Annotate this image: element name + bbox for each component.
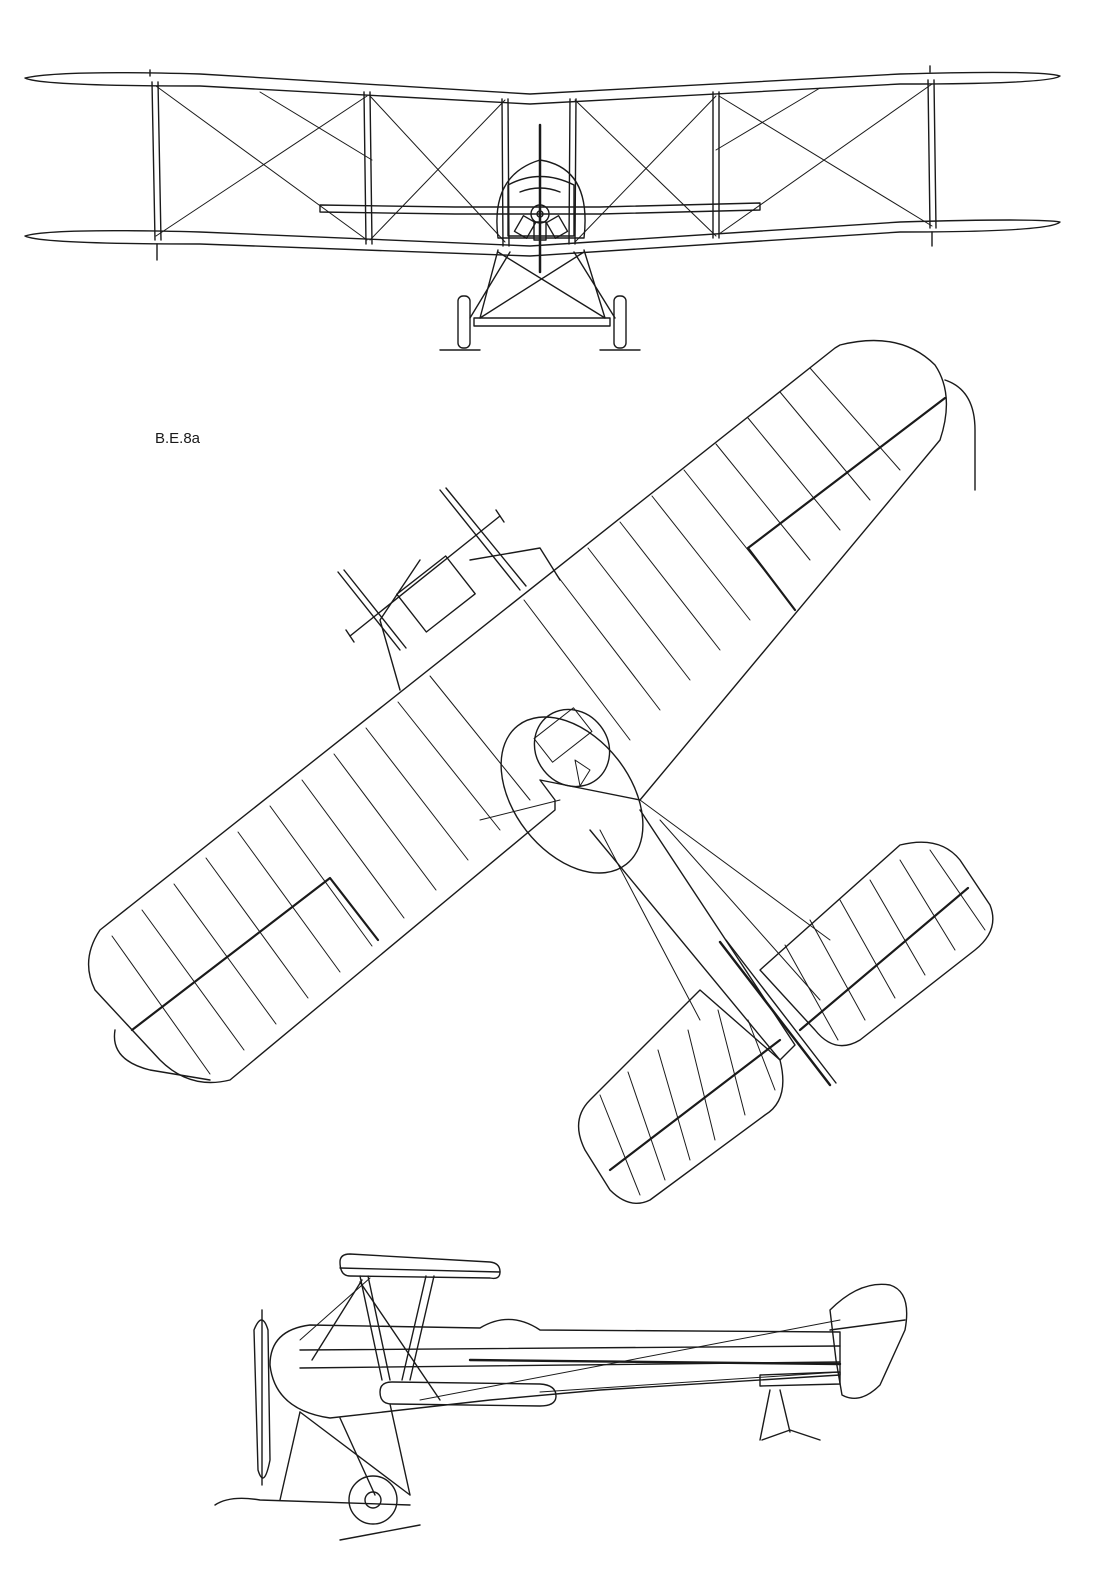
fin-rudder — [830, 1284, 907, 1398]
upper-wing-plan — [89, 341, 947, 1083]
propeller-side — [254, 1320, 270, 1478]
designation-label: B.E.8a — [155, 430, 201, 447]
tailplane-plan — [760, 842, 993, 1045]
tail-ribs — [600, 850, 985, 1195]
landing-gear-side — [215, 1404, 420, 1540]
interplane-struts-side — [312, 1276, 440, 1400]
cockpit — [472, 690, 672, 900]
wing-ribs — [112, 368, 900, 1074]
fuselage-side — [270, 1319, 840, 1418]
lower-wing-plan — [114, 380, 975, 1080]
plan-view — [89, 341, 993, 1204]
lower-wing — [25, 220, 1060, 256]
upper-wing-side — [340, 1254, 500, 1278]
side-view — [215, 1254, 907, 1540]
tail-skid — [760, 1390, 820, 1440]
fuselage-plan — [590, 810, 795, 1060]
aileron-left — [132, 878, 378, 1030]
cabane — [338, 488, 560, 690]
upper-wing — [25, 72, 1060, 104]
aileron-right — [748, 398, 945, 610]
rudder-plan — [720, 942, 830, 1085]
interplane-struts — [152, 80, 936, 246]
front-view — [25, 66, 1060, 350]
bracing-wires — [156, 84, 932, 242]
tailplane-side — [760, 1372, 840, 1386]
lower-wing-side — [380, 1382, 556, 1406]
landing-gear — [440, 250, 640, 350]
elevator-plan — [579, 990, 783, 1203]
